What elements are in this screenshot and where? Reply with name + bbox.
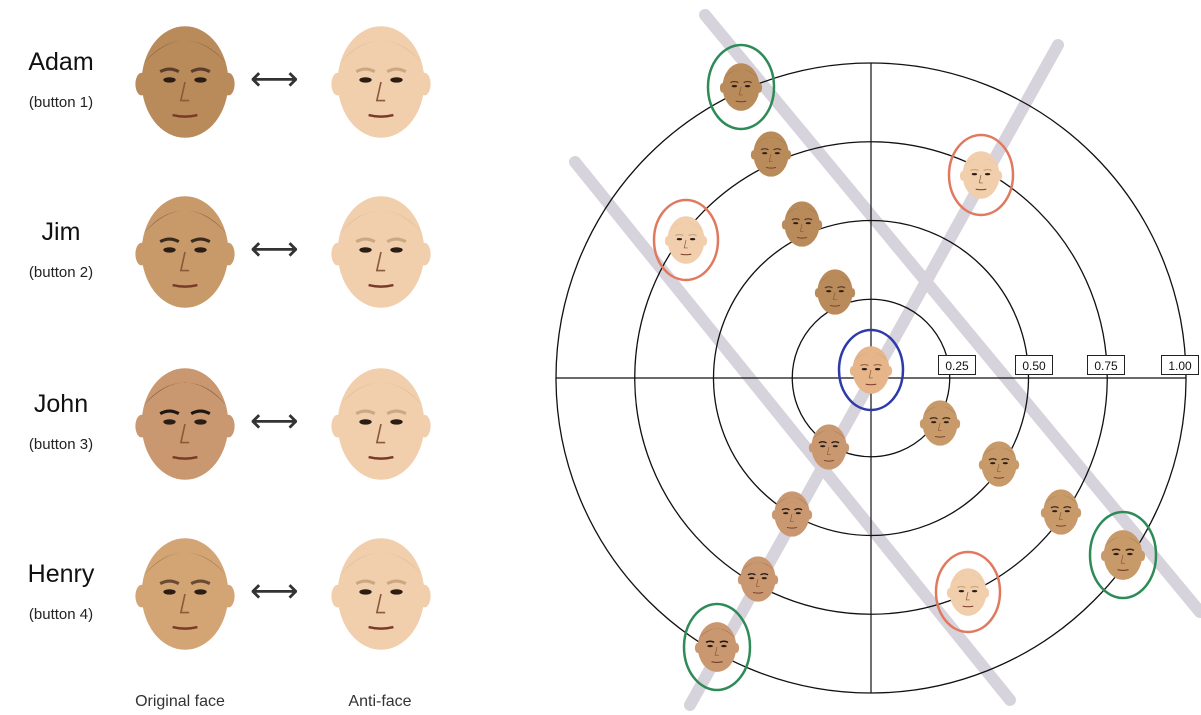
- identity-name: Henry: [27, 560, 95, 588]
- identity-name: Adam: [28, 48, 94, 76]
- identity-ring-marker: [706, 43, 776, 131]
- anti-face-column-label: Anti-face: [348, 693, 412, 710]
- face-image: [135, 538, 235, 650]
- response-button-label: (button 4): [28, 606, 94, 623]
- double-arrow-icon: ⟷: [250, 60, 299, 98]
- morphed-face: [919, 400, 961, 446]
- morphed-face: [808, 424, 850, 470]
- original-face-column-label: Original face: [135, 693, 225, 710]
- original-face: [132, 20, 238, 149]
- radius-tick-label: 0.50: [1015, 355, 1053, 375]
- response-button-label: (button 2): [28, 264, 94, 281]
- identity-row-john: John (button 3) ⟷: [0, 362, 470, 492]
- identity-ring-marker: [682, 602, 752, 692]
- morphed-face: [694, 622, 740, 672]
- morphed-face: [771, 491, 813, 537]
- morphed-face: [781, 201, 823, 247]
- original-face: [132, 362, 238, 491]
- anti-face-sample: [946, 568, 990, 616]
- morphed-face: [750, 131, 792, 177]
- radius-tick-label: 0.25: [938, 355, 976, 375]
- identity-trajectory-band: [569, 156, 1016, 706]
- anti-face: [328, 532, 434, 661]
- identity-ring-marker: [1088, 510, 1158, 600]
- face-image: [331, 26, 431, 138]
- anti-ring-marker: [652, 198, 720, 282]
- anti-face-sample: [664, 216, 708, 264]
- radius-tick-label: 0.75: [1087, 355, 1125, 375]
- face-image: [331, 538, 431, 650]
- face-image: [331, 196, 431, 308]
- anti-ring-marker: [947, 133, 1015, 217]
- identity-name: John: [33, 390, 89, 418]
- face-image: [331, 368, 431, 480]
- anti-face-sample: [959, 151, 1003, 199]
- original-face: [132, 190, 238, 319]
- response-button-label: (button 1): [28, 94, 94, 111]
- morphed-face: [737, 556, 779, 602]
- double-arrow-icon: ⟷: [250, 230, 299, 268]
- radius-tick-label: 1.00: [1161, 355, 1199, 375]
- anti-face: [328, 190, 434, 319]
- anti-ring-marker: [934, 550, 1002, 634]
- identity-row-adam: Adam (button 1) ⟷: [0, 20, 470, 150]
- morphed-face: [719, 63, 763, 111]
- morphed-face: [814, 269, 856, 315]
- anti-face: [328, 362, 434, 491]
- double-arrow-icon: ⟷: [250, 402, 299, 440]
- morphed-face: [978, 441, 1020, 487]
- face-image: [135, 368, 235, 480]
- morphed-face: [1100, 530, 1146, 580]
- face-identity-panel: Adam (button 1) ⟷ Jim (button 2) ⟷ John (button…: [0, 0, 470, 715]
- average-ring-marker: [837, 328, 905, 412]
- identity-name: Jim: [41, 218, 81, 246]
- morphed-face: [1040, 489, 1082, 535]
- double-arrow-icon: ⟷: [250, 572, 299, 610]
- face-image: [135, 26, 235, 138]
- anti-face: [328, 20, 434, 149]
- face-image: [135, 196, 235, 308]
- original-face: [132, 532, 238, 661]
- identity-row-jim: Jim (button 2) ⟷: [0, 190, 470, 320]
- response-button-label: (button 3): [28, 436, 94, 453]
- identity-row-henry: Henry (button 4) ⟷: [0, 532, 470, 662]
- average-face: [849, 346, 893, 394]
- face-space-diagram: [555, 9, 1201, 711]
